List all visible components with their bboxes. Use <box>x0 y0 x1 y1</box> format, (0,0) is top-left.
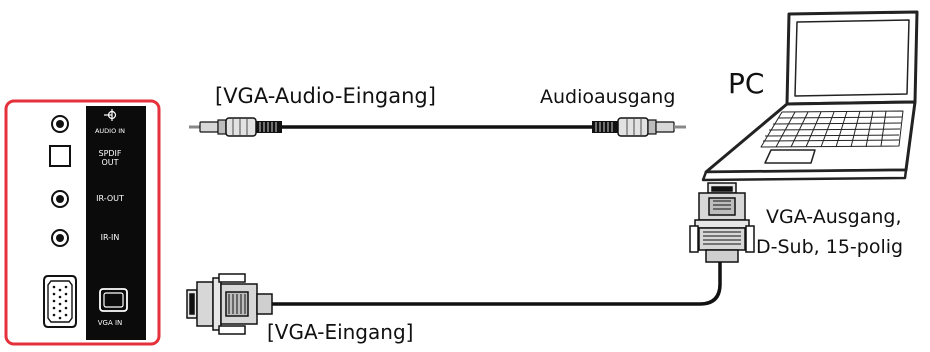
audio-in-jack-icon <box>51 115 69 133</box>
ir-in-jack-icon <box>51 229 69 247</box>
ir-out-label: IR-OUT <box>96 194 124 203</box>
spdif-optical-port-icon <box>49 145 71 167</box>
vga-output-label-line2: D-Sub, 15-polig <box>756 236 904 258</box>
vga-in-symbol-icon <box>99 288 128 312</box>
vga-in-label: VGA IN <box>97 319 123 327</box>
audio-output-label: Audioausgang <box>540 86 676 108</box>
vga-output-label-line1: VGA-Ausgang, <box>766 206 902 228</box>
laptop-icon <box>701 10 919 182</box>
vga-connector-pc-icon <box>689 182 755 263</box>
panel-label-strip <box>86 106 146 340</box>
vga-in-port-icon <box>43 275 77 328</box>
audio-cable <box>189 117 686 137</box>
vga-audio-input-label: [VGA-Audio-Eingang] <box>215 84 436 108</box>
ir-in-label: IR-IN <box>100 233 120 242</box>
display-rear-panel <box>4 99 161 346</box>
audio-cable-plug-right-icon <box>592 117 686 137</box>
audio-cable-plug-left-icon <box>189 117 282 137</box>
ir-out-jack-icon <box>51 190 69 208</box>
spdif-label-line2: OUT <box>101 157 119 167</box>
spdif-label: SPDIF OUT <box>82 149 138 168</box>
vga-input-label: [VGA-Eingang] <box>267 320 414 344</box>
vga-cable-wire <box>272 262 722 306</box>
audio-in-symbol-icon <box>104 109 117 121</box>
vga-cable <box>186 182 755 335</box>
spdif-label-line1: SPDIF <box>98 149 122 158</box>
audio-in-label: AUDIO IN <box>94 127 126 135</box>
pc-label: PC <box>728 67 765 100</box>
vga-connector-display-icon <box>186 273 273 335</box>
